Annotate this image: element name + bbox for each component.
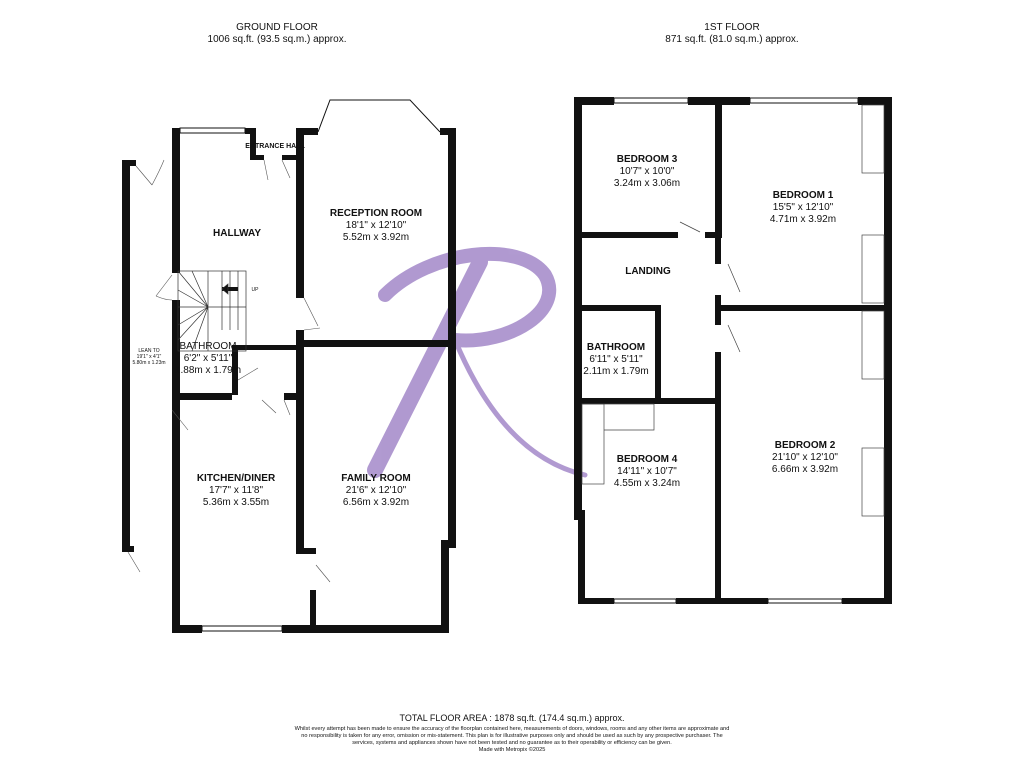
first-floor-header: 1ST FLOOR 871 sq.ft. (81.0 sq.m.) approx…	[665, 22, 798, 45]
room-imperial: 6'11" x 5'11"	[589, 354, 643, 365]
room-name: BEDROOM 2	[774, 440, 836, 451]
room-name: KITCHEN/DINER	[196, 473, 276, 484]
room-metric: 4.55m x 3.24m	[613, 478, 681, 489]
room-bedroom-4: BEDROOM 4 14'11" x 10'7" 4.55m x 3.24m	[614, 454, 680, 490]
room-bedroom-3: BEDROOM 3 10'7" x 10'0" 3.24m x 3.06m	[614, 154, 680, 190]
disclaimer: Whilst every attempt has been made to en…	[294, 726, 730, 746]
room-name: LEAN TO	[138, 348, 160, 354]
room-metric: 1.88m x 1.79m	[174, 365, 242, 376]
room-lean-to: LEAN TO 19'1" x 4'1" 5.80m x 1.23m	[132, 348, 165, 366]
room-name: HALLWAY	[213, 228, 261, 239]
room-name: ENTRANCE HALL	[245, 143, 305, 150]
made-with: Made with Metropix ©2025	[478, 746, 546, 753]
room-metric: 3.24m x 3.06m	[613, 178, 681, 189]
room-imperial: 6'2" x 5'11"	[183, 353, 233, 364]
room-hallway: HALLWAY	[213, 228, 261, 240]
doors	[127, 159, 331, 583]
room-name: BEDROOM 3	[616, 154, 678, 165]
room-imperial: 21'10" x 12'10"	[772, 452, 838, 463]
room-metric: 4.71m x 3.92m	[769, 214, 837, 225]
room-name: BATHROOM	[586, 342, 646, 353]
room-entrance-hall: ENTRANCE HALL	[245, 143, 305, 151]
room-imperial: 19'1" x 4'1"	[136, 354, 162, 360]
stairs-up-label: UP	[251, 287, 259, 293]
room-bathroom-ground: BATHROOM 6'2" x 5'11" 1.88m x 1.79m	[175, 341, 241, 377]
room-name: FAMILY ROOM	[341, 473, 411, 484]
ground-floor-windows	[179, 99, 441, 632]
room-imperial: 17'7" x 11'8"	[208, 485, 264, 496]
room-imperial: 21'6" x 12'10"	[345, 485, 407, 496]
room-metric: 5.52m x 3.92m	[342, 232, 410, 243]
room-metric: 6.56m x 3.92m	[342, 497, 410, 508]
first-floor-title: 1ST FLOOR	[704, 22, 760, 33]
room-name: BATHROOM	[179, 341, 237, 352]
room-imperial: 15'5" x 12'10"	[772, 202, 834, 213]
room-imperial: 14'11" x 10'7"	[617, 466, 677, 477]
room-metric: 5.36m x 3.55m	[202, 497, 270, 508]
room-metric: 6.66m x 3.92m	[771, 464, 839, 475]
room-metric: 5.80m x 1.23m	[132, 360, 166, 366]
room-imperial: 18'1" x 12'10"	[345, 220, 407, 231]
room-family-room: FAMILY ROOM 21'6" x 12'10" 6.56m x 3.92m	[341, 473, 410, 509]
room-bathroom-first: BATHROOM 6'11" x 5'11" 2.11m x 1.79m	[583, 342, 648, 378]
first-floor-windows	[613, 97, 859, 604]
room-name: LANDING	[625, 266, 671, 277]
stairs	[177, 270, 247, 352]
footer: TOTAL FLOOR AREA : 1878 sq.ft. (174.4 sq…	[212, 713, 812, 754]
total-floor-area: TOTAL FLOOR AREA : 1878 sq.ft. (174.4 sq…	[399, 713, 625, 723]
room-reception: RECEPTION ROOM 18'1" x 12'10" 5.52m x 3.…	[330, 208, 422, 244]
room-bedroom-2: BEDROOM 2 21'10" x 12'10" 6.66m x 3.92m	[772, 440, 838, 476]
room-name: RECEPTION ROOM	[329, 208, 423, 219]
room-imperial: 10'7" x 10'0"	[619, 166, 675, 177]
room-name: BEDROOM 1	[772, 190, 834, 201]
ground-floor-area: 1006 sq.ft. (93.5 sq.m.) approx.	[207, 33, 347, 45]
room-landing: LANDING	[625, 266, 671, 278]
watermark-logo	[367, 246, 588, 478]
room-bedroom-1: BEDROOM 1 15'5" x 12'10" 4.71m x 3.92m	[770, 190, 836, 226]
room-name: BEDROOM 4	[616, 454, 678, 465]
ground-floor-title: GROUND FLOOR	[236, 22, 318, 33]
ground-floor-header: GROUND FLOOR 1006 sq.ft. (93.5 sq.m.) ap…	[208, 22, 347, 45]
room-metric: 2.11m x 1.79m	[583, 366, 649, 377]
ground-floor-walls	[122, 128, 456, 633]
room-kitchen-diner: KITCHEN/DINER 17'7" x 11'8" 5.36m x 3.55…	[197, 473, 275, 509]
first-floor-walls	[574, 97, 892, 604]
wardrobes	[581, 104, 885, 517]
first-floor-area: 871 sq.ft. (81.0 sq.m.) approx.	[665, 33, 799, 45]
